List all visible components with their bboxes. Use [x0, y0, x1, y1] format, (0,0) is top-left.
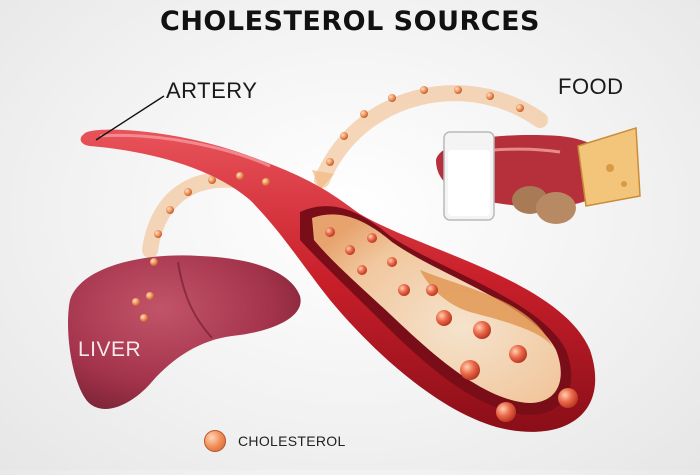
cholesterol-particle [262, 178, 270, 186]
cholesterol-particle [473, 321, 491, 339]
cholesterol-particle [360, 110, 368, 118]
food-label: FOOD [558, 74, 624, 99]
cholesterol-particle [236, 172, 244, 180]
cholesterol-particle [496, 402, 516, 422]
cholesterol-particle [388, 94, 396, 102]
page-title: CHOLESTEROL SOURCES [160, 6, 540, 37]
food-to-artery-arrow [312, 85, 548, 190]
cholesterol-particle [345, 245, 355, 255]
cholesterol-particle-icon [204, 430, 226, 452]
cholesterol-particle [460, 360, 480, 380]
cholesterol-particle [208, 176, 216, 184]
cholesterol-particle [140, 314, 148, 322]
liver-label: LIVER [78, 338, 142, 361]
cholesterol-particle [150, 258, 158, 266]
cholesterol-particle [367, 233, 377, 243]
cholesterol-particle [132, 298, 140, 306]
cholesterol-particle [509, 345, 527, 363]
cholesterol-particle [154, 230, 162, 238]
cholesterol-particle [166, 206, 174, 214]
cholesterol-particle [387, 257, 397, 267]
cholesterol-particle [454, 86, 462, 94]
artery-label: ARTERY [166, 78, 258, 103]
cholesterol-particle [420, 86, 428, 94]
cholesterol-particle [486, 92, 494, 100]
artery [80, 129, 596, 432]
cholesterol-particle [146, 292, 154, 300]
cholesterol-particle [340, 132, 348, 140]
cholesterol-particle [516, 104, 524, 112]
food-group [436, 126, 641, 224]
cholesterol-particle [558, 388, 578, 408]
legend: CHOLESTEROL [204, 430, 346, 452]
cholesterol-particle [326, 158, 334, 166]
liver [68, 255, 301, 409]
legend-label: CHOLESTEROL [238, 433, 346, 449]
cholesterol-particle [436, 310, 452, 326]
cholesterol-particle [357, 265, 367, 275]
cholesterol-particle [184, 188, 192, 196]
cholesterol-particle [325, 227, 335, 237]
cholesterol-particle [426, 284, 438, 296]
cholesterol-particle [398, 284, 410, 296]
artery-pointer-line [95, 95, 165, 141]
cholesterol-particles [132, 86, 578, 422]
